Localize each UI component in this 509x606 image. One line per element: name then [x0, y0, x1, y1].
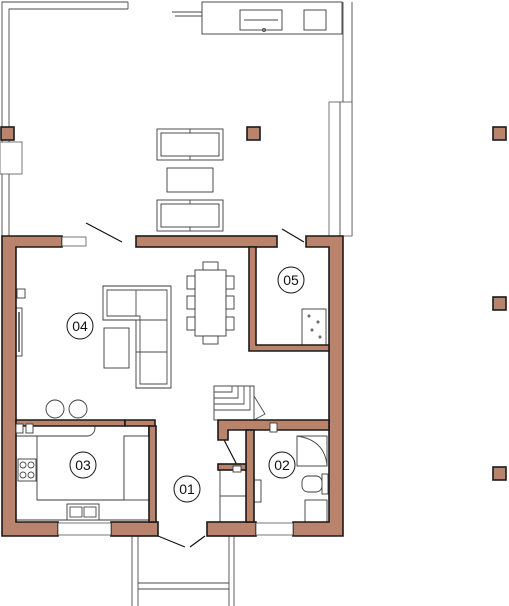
washbasin-05 — [301, 308, 327, 346]
room-label-03: 03 — [69, 451, 97, 479]
corner-sofa — [102, 285, 172, 389]
shower-tray — [296, 435, 328, 467]
outlet — [16, 288, 26, 299]
svg-text:03: 03 — [75, 457, 91, 473]
outlet — [15, 423, 24, 434]
outlet — [25, 423, 34, 434]
outdoor-sofa — [156, 128, 224, 161]
pillar — [246, 126, 261, 141]
entrance-steps — [131, 536, 235, 606]
outlet — [232, 465, 242, 473]
room-label-02: 02 — [268, 451, 296, 479]
pillar — [492, 296, 507, 311]
bathroom-door — [221, 435, 238, 466]
svg-text:02: 02 — [274, 457, 290, 473]
bar-stool — [45, 399, 65, 419]
outdoor-coffee-table — [166, 167, 214, 193]
staircase — [213, 385, 266, 421]
window — [255, 522, 294, 536]
bar-stool — [68, 399, 88, 419]
pillar — [0, 126, 15, 141]
svg-text:01: 01 — [179, 481, 195, 497]
terrace-door — [85, 222, 123, 243]
outlet — [269, 422, 278, 433]
svg-text:05: 05 — [283, 272, 299, 288]
living-coffee-table — [103, 327, 130, 369]
room-label-01: 01 — [173, 475, 201, 503]
toilet — [301, 473, 329, 495]
outdoor-kitchen — [201, 1, 343, 35]
bathroom-cabinet — [304, 499, 328, 523]
room-label-05: 05 — [277, 266, 305, 294]
window — [61, 236, 87, 247]
dining-table — [186, 261, 235, 345]
outdoor-sofa-2 — [156, 199, 224, 232]
room-label-04: 04 — [66, 312, 94, 340]
entrance-door — [157, 535, 206, 548]
window — [57, 522, 112, 536]
pillar — [492, 466, 507, 481]
kitchen-island — [15, 419, 150, 521]
svg-text:04: 04 — [72, 318, 88, 334]
tv-unit — [15, 307, 23, 357]
hall-wardrobe — [219, 467, 247, 523]
laundry-door — [281, 228, 305, 243]
pillar — [492, 126, 507, 141]
